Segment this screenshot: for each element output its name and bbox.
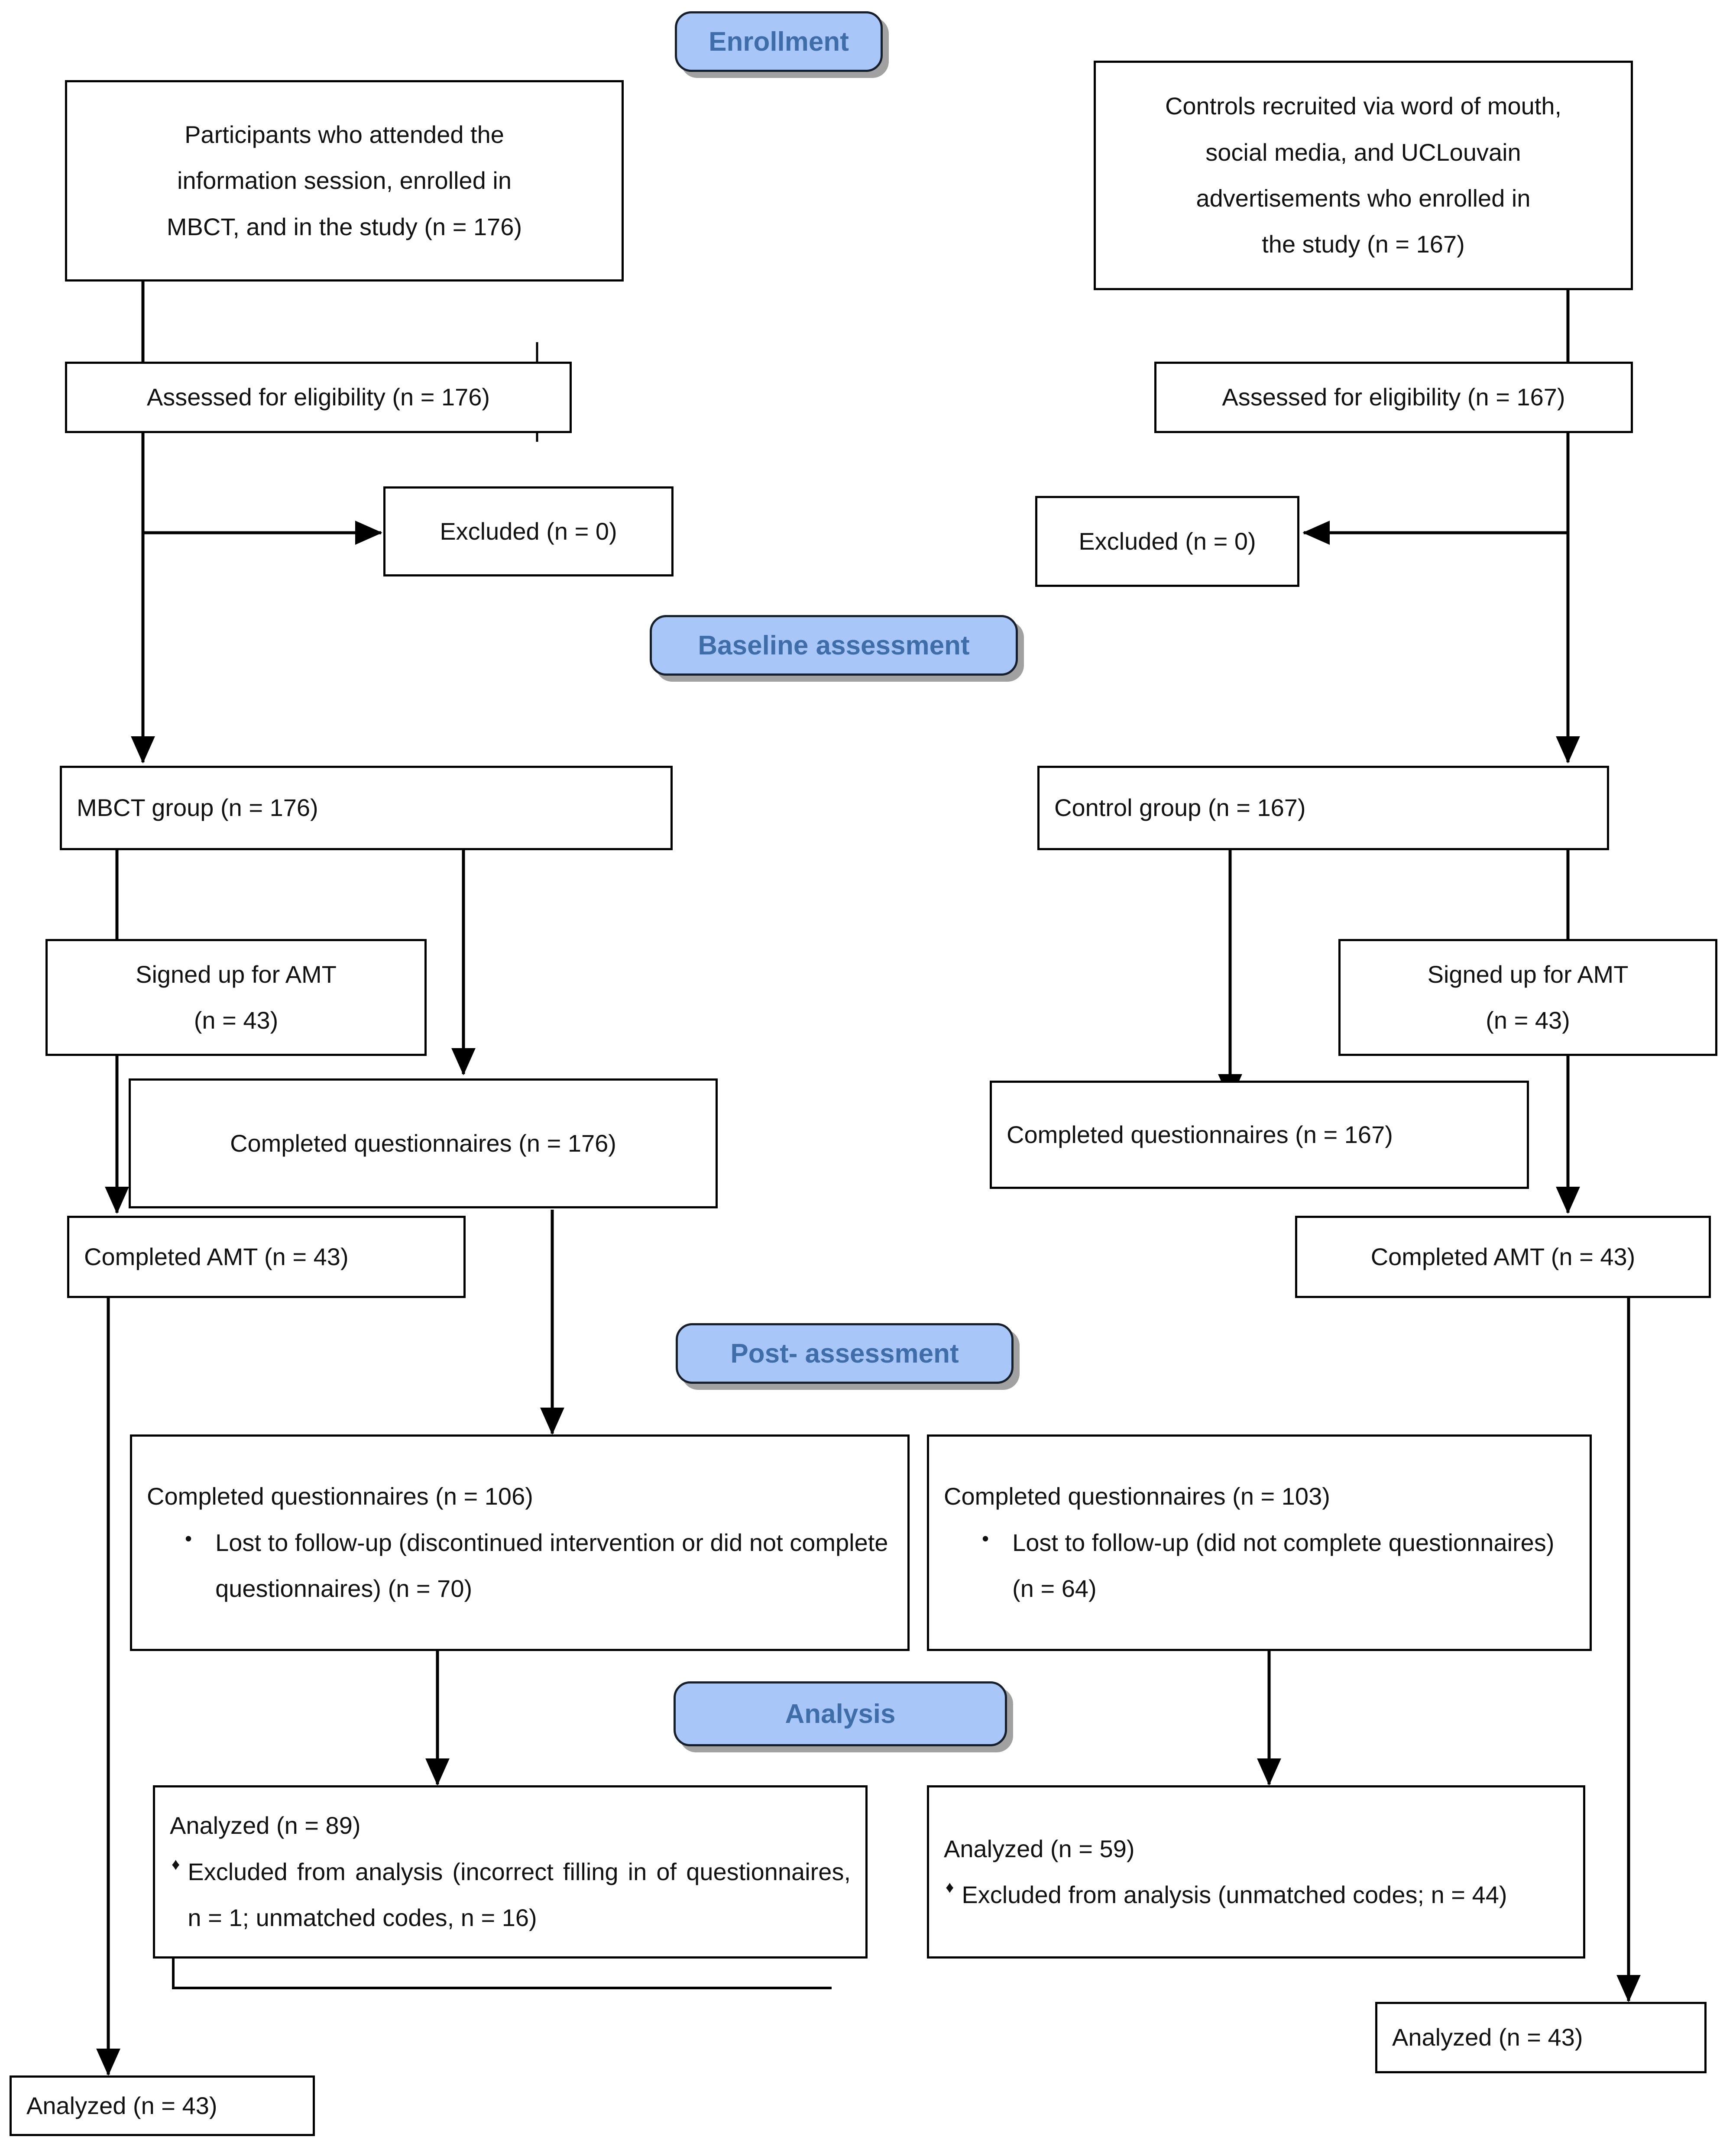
control-signed-amt-line-1: Signed up for AMT (1427, 960, 1629, 988)
mbct-post-bullet-row: • Lost to follow-up (discontinued interv… (147, 1520, 893, 1612)
control-analysis-heading: Analyzed (n = 59) (944, 1835, 1135, 1862)
node-mbct-source: Participants who attended the informatio… (65, 80, 624, 282)
mbct-signed-amt-line-2: (n = 43) (194, 1007, 279, 1034)
control-post-bullet-row: • Lost to follow-up (did not complete qu… (944, 1520, 1575, 1612)
mbct-post-heading: Completed questionnaires (n = 106) (147, 1483, 533, 1510)
node-mbct-final-analyzed: Analyzed (n = 43) (10, 2075, 315, 2136)
banner-baseline-label: Baseline assessment (698, 630, 970, 660)
node-control-group: Control group (n = 167) (1037, 766, 1609, 850)
control-post-heading: Completed questionnaires (n = 103) (944, 1483, 1330, 1510)
node-mbct-completed-amt: Completed AMT (n = 43) (67, 1216, 466, 1298)
mbct-source-line-1: Participants who attended the (185, 120, 504, 148)
banner-post-label: Post- assessment (730, 1338, 959, 1369)
banner-analysis-label: Analysis (785, 1699, 896, 1729)
mbct-excluded-text: Excluded (n = 0) (440, 517, 617, 545)
node-control-final-analyzed: Analyzed (n = 43) (1375, 2002, 1707, 2073)
node-control-signed-up-amt: Signed up for AMT (n = 43) (1338, 939, 1717, 1056)
mbct-source-line-3: MBCT, and in the study (n = 176) (166, 213, 522, 240)
mbct-final-text: Analyzed (n = 43) (26, 2091, 217, 2119)
control-final-text: Analyzed (n = 43) (1392, 2023, 1583, 2051)
diamond-bullet-icon: ♦ (172, 1855, 180, 1874)
mbct-analysis-bullet-row: ♦ Excluded from analysis (incorrect fill… (170, 1849, 851, 1941)
diamond-bullet-icon: ♦ (946, 1878, 954, 1897)
mbct-signed-amt-line-1: Signed up for AMT (136, 960, 337, 988)
node-mbct-post-assessment: Completed questionnaires (n = 106) • Los… (130, 1434, 910, 1651)
bullet-marker-icon: • (982, 1527, 989, 1550)
node-mbct-signed-up-amt: Signed up for AMT (n = 43) (45, 939, 427, 1056)
control-source-line-1: Controls recruited via word of mouth, (1165, 92, 1562, 120)
control-baseline-quest-text: Completed questionnaires (n = 167) (1007, 1120, 1393, 1148)
node-mbct-baseline-questionnaires: Completed questionnaires (n = 176) (129, 1078, 718, 1208)
node-control-completed-amt: Completed AMT (n = 43) (1295, 1216, 1711, 1298)
mbct-completed-amt-text: Completed AMT (n = 43) (84, 1243, 349, 1270)
node-control-excluded: Excluded (n = 0) (1035, 496, 1299, 587)
control-analysis-bullet-row: ♦ Excluded from analysis (unmatched code… (944, 1872, 1568, 1918)
node-control-post-assessment: Completed questionnaires (n = 103) • Los… (927, 1434, 1592, 1651)
control-post-bullet-text: Lost to follow-up (did not complete ques… (1012, 1528, 1555, 1603)
mbct-baseline-quest-text: Completed questionnaires (n = 176) (230, 1129, 616, 1157)
mbct-eligibility-text: Assessed for eligibility (n = 176) (146, 383, 490, 411)
node-mbct-analysis: Analyzed (n = 89) ♦ Excluded from analys… (153, 1785, 868, 1959)
bullet-marker-icon: • (185, 1527, 192, 1550)
control-source-line-2: social media, and UCLouvain (1205, 138, 1521, 166)
mbct-analysis-bullet-text: Excluded from analysis (incorrect fillin… (188, 1858, 851, 1932)
control-signed-amt-line-2: (n = 43) (1486, 1007, 1570, 1034)
node-control-source: Controls recruited via word of mouth, so… (1094, 61, 1633, 290)
control-eligibility-text: Assessed for eligibility (n = 167) (1222, 383, 1565, 411)
node-control-baseline-questionnaires: Completed questionnaires (n = 167) (990, 1081, 1529, 1189)
control-excluded-text: Excluded (n = 0) (1079, 527, 1256, 555)
control-source-line-3: advertisements who enrolled in (1196, 185, 1531, 212)
node-control-analysis: Analyzed (n = 59) ♦ Excluded from analys… (927, 1785, 1585, 1959)
node-mbct-group: MBCT group (n = 176) (60, 766, 673, 850)
control-completed-amt-text: Completed AMT (n = 43) (1370, 1243, 1636, 1270)
mbct-source-line-2: information session, enrolled in (177, 167, 512, 194)
mbct-post-bullet-text: Lost to follow-up (discontinued interven… (215, 1528, 888, 1603)
node-mbct-excluded: Excluded (n = 0) (383, 486, 674, 576)
banner-enrollment-label: Enrollment (709, 26, 849, 57)
banner-analysis: Analysis (674, 1681, 1007, 1746)
control-group-text: Control group (n = 167) (1054, 794, 1306, 822)
mbct-group-text: MBCT group (n = 176) (77, 794, 318, 822)
node-mbct-eligibility: Assessed for eligibility (n = 176) (65, 362, 572, 433)
node-control-eligibility: Assessed for eligibility (n = 167) (1154, 362, 1633, 433)
banner-post-assessment: Post- assessment (676, 1323, 1014, 1384)
mbct-analysis-heading: Analyzed (n = 89) (170, 1812, 361, 1839)
banner-enrollment: Enrollment (675, 11, 883, 72)
control-source-line-4: the study (n = 167) (1262, 230, 1465, 258)
banner-baseline-assessment: Baseline assessment (650, 615, 1018, 676)
control-analysis-bullet-text: Excluded from analysis (unmatched codes;… (962, 1881, 1507, 1908)
